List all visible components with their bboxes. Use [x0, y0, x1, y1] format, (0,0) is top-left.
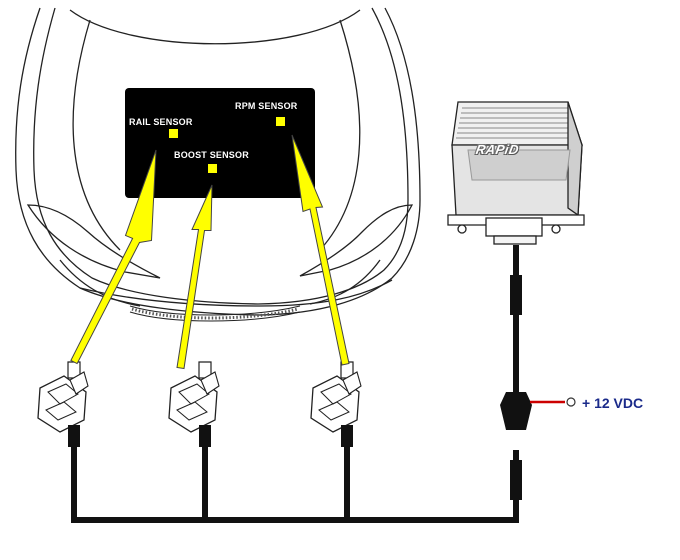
- module-brand-logo: RAPiD: [474, 142, 521, 157]
- rpm-sensor-label: RPM SENSOR: [235, 101, 298, 111]
- boost-sensor-marker: [208, 164, 217, 173]
- arrow-rpm: [291, 134, 350, 366]
- arrow-rail: [70, 149, 157, 365]
- rail-sensor-marker: [169, 129, 178, 138]
- connector-middle: [168, 361, 220, 447]
- rapid-control-module: [447, 101, 585, 245]
- engine-sensor-panel: [125, 88, 315, 198]
- rail-sensor-label: RAIL SENSOR: [129, 117, 193, 127]
- connector-left: [37, 361, 89, 447]
- car-grille: [129, 305, 301, 322]
- wiring-harness: [71, 245, 519, 523]
- rpm-sensor-marker: [276, 117, 285, 126]
- power-supply-label: + 12 VDC: [582, 395, 644, 411]
- wire-sleeve: [510, 460, 522, 500]
- connector-right: [310, 361, 362, 447]
- car-front-outline: [15, 7, 421, 316]
- sensor-arrows: [70, 134, 350, 370]
- arrow-boost: [176, 184, 213, 370]
- boost-sensor-label: BOOST SENSOR: [174, 150, 249, 160]
- power-splitter: [500, 392, 532, 430]
- wire-sleeve: [510, 275, 522, 315]
- power-terminal: [566, 397, 576, 407]
